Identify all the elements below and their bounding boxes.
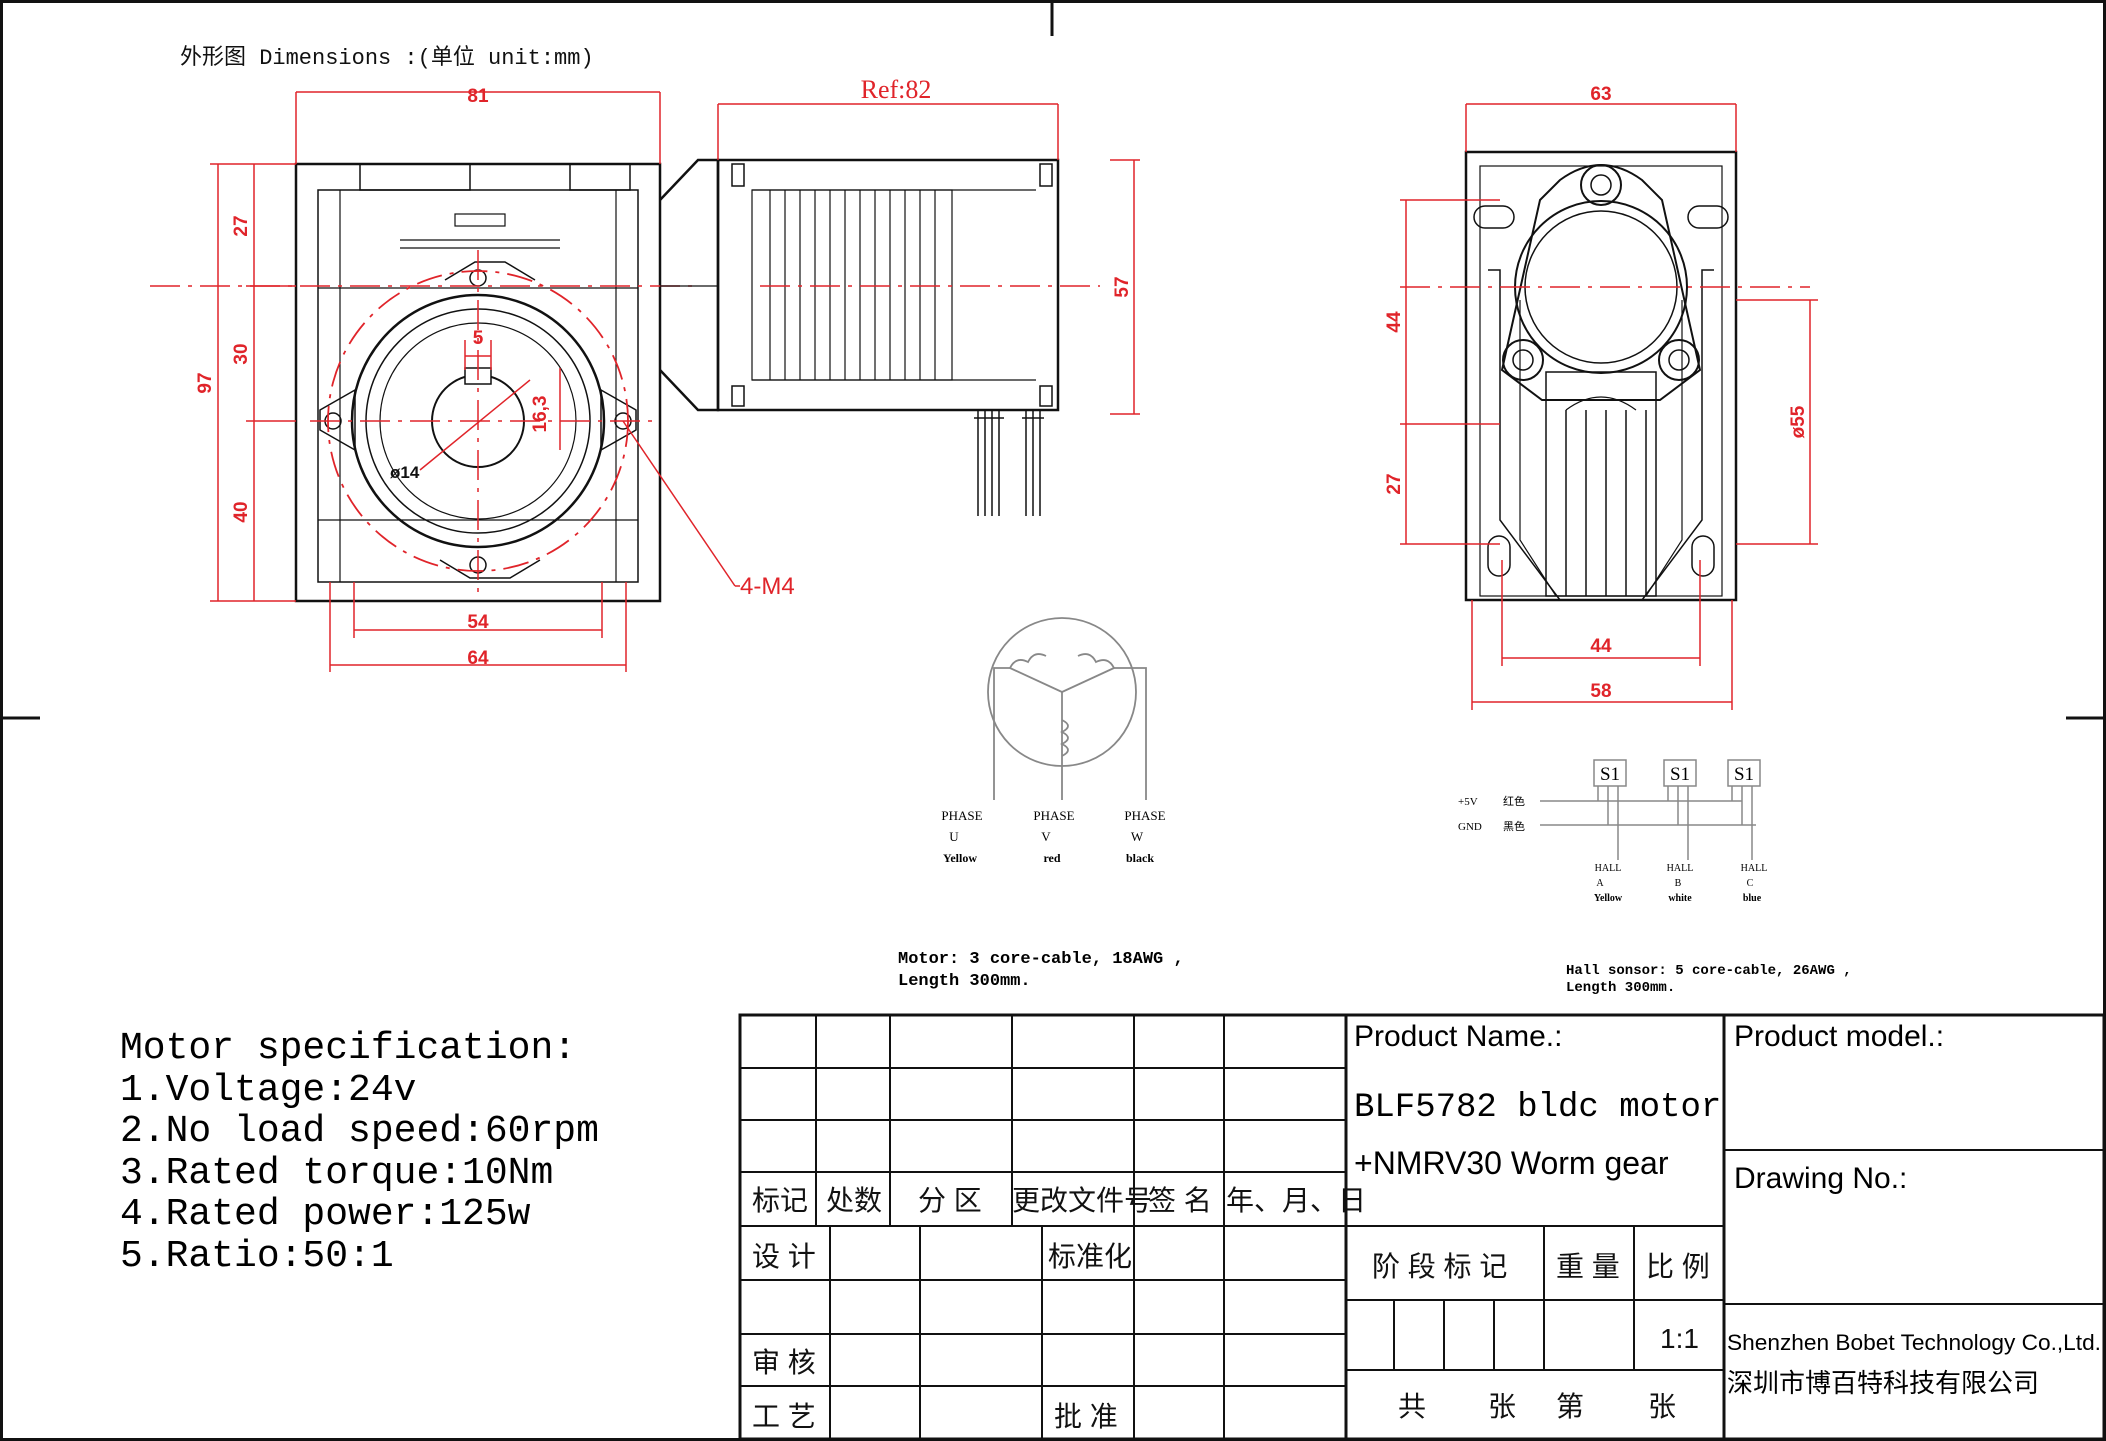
hall-a-label: HALL [1595, 863, 1622, 874]
hall-c-color: blue [1743, 893, 1762, 904]
tb-ratio-label: 比 例 [1646, 1251, 1710, 1282]
tb-sheets-unit-2: 张 [1648, 1391, 1676, 1422]
hall-sensor-b: S1 [1670, 764, 1690, 785]
tb-review: 审 核 [752, 1347, 816, 1378]
tb-weight: 重 量 [1556, 1251, 1620, 1282]
dim-key-5: 5 [473, 328, 484, 349]
dim-58: 58 [1590, 681, 1611, 702]
dim-54: 54 [467, 612, 489, 633]
supply-gnd-name: GND [1458, 821, 1482, 833]
tb-sheets-total: 共 [1398, 1391, 1426, 1422]
phase-u-color: Yellow [943, 851, 977, 865]
tb-product-name-label: Product Name.: [1354, 1020, 1562, 1053]
supply-5v-name: +5V [1458, 796, 1478, 808]
phase-w-color: black [1126, 851, 1154, 865]
hall-cable-note-1: Hall sonsor: 5 core-cable, 26AWG , [1566, 963, 1852, 979]
motor-wiring-diagram [987, 617, 1147, 800]
tb-header-date: 年、月、日 [1226, 1185, 1366, 1216]
title-block [738, 1013, 2106, 1441]
hall-b-letter: B [1675, 878, 1682, 889]
motor-view-dimensions [717, 103, 1140, 415]
tb-sheet-number: 第 [1556, 1391, 1584, 1422]
motor-cable-note-2: Length 300mm. [898, 972, 1031, 991]
tb-header-count: 处数 [826, 1185, 882, 1216]
dim-63: 63 [1590, 84, 1611, 105]
dim-ref-82: Ref:82 [861, 75, 932, 104]
dim-diameter-55: ø55 [1788, 405, 1809, 438]
dim-27-vertical: 27 [1384, 473, 1405, 494]
tb-process: 工 艺 [752, 1401, 816, 1432]
motor-view [659, 158, 1060, 516]
tb-product-model-label: Product model.: [1734, 1020, 1944, 1053]
supply-gnd-color: 黑色 [1503, 819, 1525, 833]
dim-width-81: 81 [467, 86, 489, 107]
motor-cable-note-1: Motor: 3 core-cable, 18AWG , [898, 950, 1184, 969]
tb-approve: 批 准 [1054, 1401, 1118, 1432]
hall-sensor-c: S1 [1734, 764, 1754, 785]
tb-company-en: Shenzhen Bobet Technology Co.,Ltd. [1727, 1330, 2101, 1355]
dim-30: 30 [231, 343, 252, 364]
tb-header-zone: 分 区 [918, 1185, 982, 1216]
tb-drawing-no-label: Drawing No.: [1734, 1162, 1907, 1195]
dim-bore: ø14 [390, 463, 420, 482]
tb-header-mark: 标记 [752, 1185, 808, 1216]
hall-a-color: Yellow [1594, 893, 1623, 904]
phase-v-color: red [1043, 851, 1060, 865]
tb-company-cn: 深圳市博百特科技有限公司 [1727, 1368, 2039, 1398]
tb-header-change-doc: 更改文件号 [1012, 1185, 1152, 1216]
hall-c-letter: C [1747, 878, 1754, 889]
dim-44-vertical: 44 [1384, 311, 1405, 333]
front-view-dimensions [150, 91, 740, 672]
drawing-title: 外形图 Dimensions :(单位 unit:mm) [180, 45, 594, 71]
hall-cable-note-2: Length 300mm. [1566, 980, 1675, 996]
dim-57: 57 [1112, 276, 1133, 297]
phase-u-label: PHASE [941, 808, 982, 823]
dim-height-97: 97 [195, 372, 216, 393]
hall-sensor-a: S1 [1600, 764, 1620, 785]
tb-header-sign: 签 名 [1148, 1185, 1212, 1216]
dim-44-horizontal: 44 [1590, 636, 1612, 657]
motor-specification: Motor specification: 1.Voltage:24v 2.No … [120, 1027, 599, 1278]
front-view [294, 162, 662, 603]
tb-stage: 阶 段 标 记 [1372, 1251, 1507, 1282]
phase-v-label: PHASE [1033, 808, 1074, 823]
spec-line: 2.No load speed:60rpm [120, 1110, 599, 1153]
tb-design: 设 计 [752, 1241, 816, 1272]
phase-v-letter: V [1041, 829, 1051, 844]
spec-line: 5.Ratio:50:1 [120, 1235, 394, 1278]
dim-40: 40 [231, 501, 252, 522]
tb-product-name-line2: +NMRV30 Worm gear [1354, 1145, 1669, 1181]
spec-line: 4.Rated power:125w [120, 1193, 531, 1236]
tb-product-name-line1: BLF5782 bldc motor [1354, 1089, 1721, 1127]
tb-scale: 1:1 [1660, 1323, 1699, 1354]
phase-w-letter: W [1131, 829, 1144, 844]
spec-line: 3.Rated torque:10Nm [120, 1152, 553, 1195]
hall-b-label: HALL [1667, 863, 1694, 874]
hall-c-label: HALL [1741, 863, 1768, 874]
side-view [1464, 150, 1738, 602]
phase-w-label: PHASE [1124, 808, 1165, 823]
dim-holes-4-m4: 4-M4 [740, 573, 795, 600]
side-view-dimensions [1400, 103, 1818, 710]
phase-u-letter: U [949, 829, 959, 844]
spec-line: 1.Voltage:24v [120, 1069, 416, 1112]
dim-key-depth: 16,3 [530, 396, 551, 433]
tb-standard: 标准化 [1048, 1241, 1132, 1272]
tb-sheets-unit-1: 张 [1488, 1391, 1516, 1422]
hall-wiring-diagram [1540, 759, 1761, 860]
hall-b-color: white [1668, 893, 1692, 904]
dim-64: 64 [467, 648, 489, 669]
supply-5v-color: 红色 [1503, 794, 1525, 808]
dim-27: 27 [231, 215, 252, 236]
spec-title: Motor specification: [120, 1027, 576, 1070]
hall-a-letter: A [1596, 878, 1604, 889]
